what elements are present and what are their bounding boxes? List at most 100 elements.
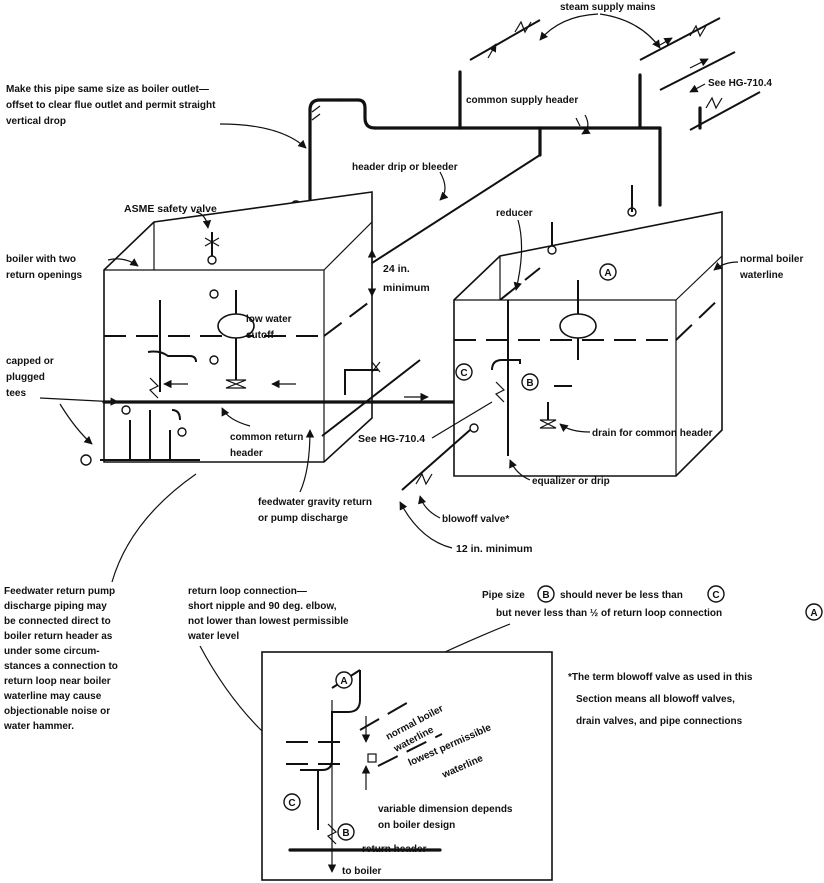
feedwater-pipe xyxy=(321,359,421,437)
supply-main-3 xyxy=(659,51,736,91)
gauge-valve xyxy=(209,355,219,365)
lower-fittings xyxy=(129,409,181,460)
inset-frame xyxy=(261,651,553,881)
boiler-two-returns-1: boiler with two xyxy=(6,254,76,265)
steam-supply-mains: steam supply mains xyxy=(469,2,761,131)
leader xyxy=(431,401,493,439)
left-note-line-6: return loop near boiler xyxy=(4,676,111,687)
fitting xyxy=(311,105,321,121)
return-loop-line-2: not lower than lowest permissible xyxy=(188,616,349,627)
tee-cap xyxy=(80,454,92,466)
variable-dim-label-1: variable dimension depends xyxy=(378,804,513,815)
marker-a-text: A xyxy=(604,268,611,279)
blowoff-pipe xyxy=(401,429,471,491)
leader xyxy=(221,407,251,427)
outlet-pipe xyxy=(308,98,342,202)
pipe-note-line-1: Make this pipe same size as boiler outle… xyxy=(6,84,209,95)
feedwater-gravity-return: feedwater gravity return or pump dischar… xyxy=(258,359,421,524)
internal-pipe xyxy=(147,350,197,363)
left-note-line-4: under some circum- xyxy=(4,646,100,657)
leader xyxy=(418,495,441,519)
left-callouts: ASME safety valve boiler with two return… xyxy=(6,203,292,445)
reducer-callout: reducer xyxy=(496,208,533,291)
left-note-line-3: boiler return header as xyxy=(4,631,113,642)
return-loop-line-1: short nipple and 90 deg. elbow, xyxy=(188,601,337,612)
steam-supply-mains-label: steam supply mains xyxy=(560,2,656,13)
leader xyxy=(399,501,453,549)
normal-waterline-label-2: waterline xyxy=(739,270,784,281)
boiler-two-returns-2: return openings xyxy=(6,270,83,281)
common-return-label-2: header xyxy=(230,448,263,459)
pipe-note-line-3: vertical drop xyxy=(6,116,66,127)
marker-c xyxy=(455,363,473,381)
see-hg-top-label: See HG-710.4 xyxy=(708,78,772,89)
flow-arrow xyxy=(487,43,497,59)
leader xyxy=(195,211,212,229)
supply-main-1 xyxy=(469,19,541,61)
waterline-24 xyxy=(499,267,541,301)
marker-b-note-text: B xyxy=(542,590,549,601)
leader xyxy=(107,258,139,267)
leader xyxy=(713,261,739,271)
return-loop-line-3: water level xyxy=(187,631,239,642)
dim-24: 24 in. minimum xyxy=(367,249,430,297)
footnote-line-0: *The term blowoff valve as used in this xyxy=(568,672,753,683)
supply-offset xyxy=(338,98,377,130)
right-waterline xyxy=(675,295,723,341)
leader xyxy=(513,219,523,291)
leader xyxy=(439,171,449,201)
marker-a-note-text: A xyxy=(810,608,817,619)
marker-a-note xyxy=(805,603,823,621)
marker-b-text: B xyxy=(526,378,533,389)
valve-symbol xyxy=(326,823,338,845)
return-loop xyxy=(491,359,521,371)
leader xyxy=(539,13,599,41)
safety-valve-symbol xyxy=(207,255,217,265)
inset-fitting xyxy=(367,753,377,763)
left-note-line-7: waterline may cause xyxy=(3,691,102,702)
leader xyxy=(59,403,93,445)
feedwater-riser xyxy=(344,369,378,395)
flow-arrow xyxy=(659,37,673,46)
pipe-tick xyxy=(575,117,581,127)
valve-symbol xyxy=(705,96,723,110)
pipe-size-1a: Pipe size xyxy=(482,590,525,601)
inset-marker-a xyxy=(335,671,353,689)
footnote-line-1: Section means all blowoff valves, xyxy=(576,694,735,705)
common-supply-header: common supply header See HG-710.4 xyxy=(338,70,772,207)
left-note-line-9: water hammer. xyxy=(3,721,74,732)
equalizer-label: equalizer or drip xyxy=(532,476,610,487)
asme-safety-valve-label: ASME safety valve xyxy=(124,203,217,215)
valve-symbol xyxy=(415,472,433,486)
gauge-valve xyxy=(209,289,219,299)
marker-a xyxy=(599,263,617,281)
blowoff-valve-label: blowoff valve* xyxy=(442,514,509,525)
to-boiler-label: to boiler xyxy=(342,866,382,877)
tee-cap xyxy=(177,427,187,437)
pipe-size-note: Pipe size B should never be less than C … xyxy=(427,585,823,661)
marker-b-note xyxy=(537,585,555,603)
common-return-label-1: common return xyxy=(230,432,303,443)
left-note-line-0: Feedwater return pump xyxy=(4,586,115,597)
feedwater-gravity-label-2: or pump discharge xyxy=(258,513,348,524)
inset-marker-c-text: C xyxy=(288,798,295,809)
pipe-note: Make this pipe same size as boiler outle… xyxy=(6,84,307,149)
pipe-size-1b: should never be less than xyxy=(560,590,683,601)
left-note-line-1: discharge piping may xyxy=(4,601,107,612)
capped-tees-3: tees xyxy=(6,388,26,399)
inset-marker-c xyxy=(283,793,301,811)
left-boiler-outlet xyxy=(290,98,342,212)
dim-24-label-1: 24 in. xyxy=(383,263,410,275)
leader xyxy=(111,473,197,583)
drain-valve xyxy=(539,419,557,429)
left-note-line-5: stances a connection to xyxy=(4,661,118,672)
left-note-line-2: be connected direct to xyxy=(4,616,111,627)
reducer-label: reducer xyxy=(496,208,533,219)
common-supply-header-label: common supply header xyxy=(466,95,578,106)
dim-24-label-2: minimum xyxy=(383,282,430,294)
pipe-note-line-2: offset to clear flue outlet and permit s… xyxy=(6,100,216,111)
left-note-line-8: objectionable noise or xyxy=(4,706,110,717)
see-hg-mid-label: See HG-710.4 xyxy=(358,433,425,445)
safety-valve-symbol xyxy=(204,237,220,247)
